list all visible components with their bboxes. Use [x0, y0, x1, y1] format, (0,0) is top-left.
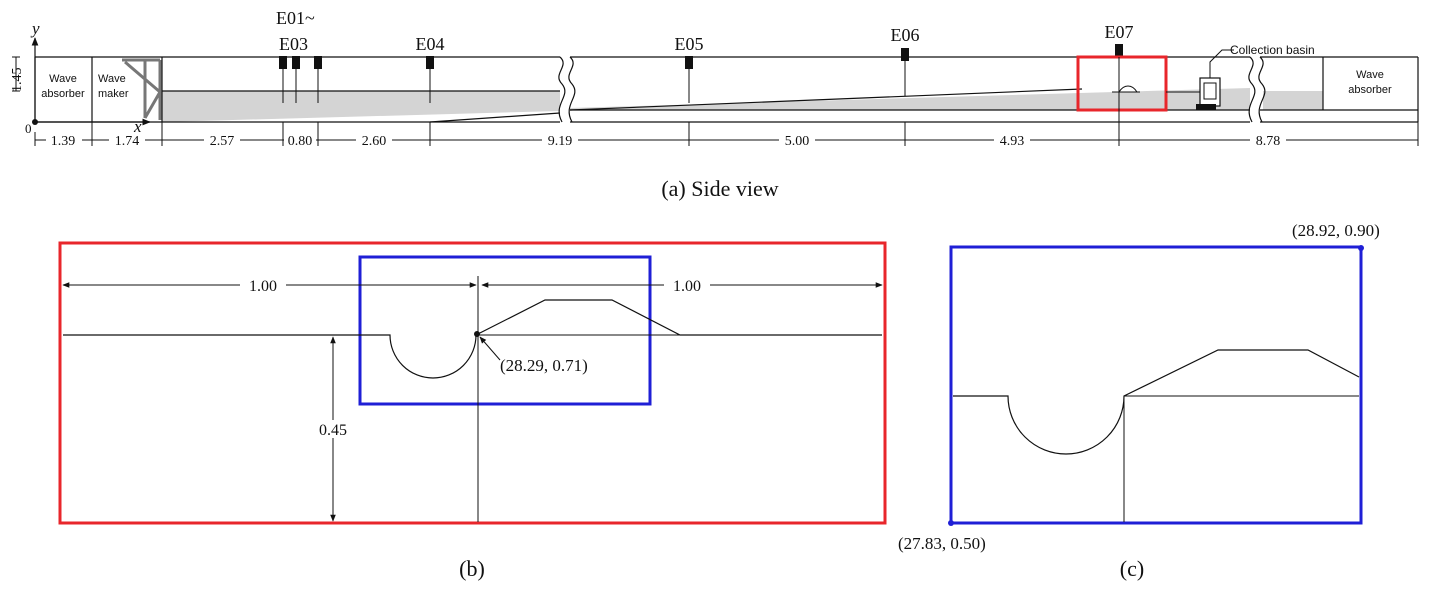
- gauge-e06-label: E06: [891, 25, 920, 45]
- dim-8: 4.93: [1000, 134, 1025, 149]
- detail-c-locator: [358, 255, 652, 406]
- dim-2: 1.74: [115, 134, 140, 149]
- wave-maker-line1: Wave: [98, 73, 126, 85]
- caption-b: (b): [459, 556, 485, 581]
- bottom-left-coordinate: (27.83, 0.50): [898, 534, 986, 553]
- dimension-ticks: [34, 122, 1419, 146]
- dim-6: 9.19: [548, 134, 573, 149]
- gauge-e03-label: E03: [279, 34, 308, 54]
- wave-absorber-left-line1: Wave: [49, 73, 77, 85]
- point-label: (28.29, 0.71): [500, 356, 588, 375]
- reference-point: [474, 331, 480, 337]
- corner-dot-bottom-left: [948, 520, 954, 526]
- gauge-e04-label: E04: [416, 34, 445, 54]
- wave-absorber-left-line2: absorber: [41, 88, 85, 100]
- wave-maker-line2: maker: [98, 88, 129, 100]
- gauge-markers: [279, 44, 1123, 103]
- origin-dot: [32, 119, 38, 125]
- collection-basin: [1166, 49, 1234, 110]
- corner-dot-top-right: [1358, 245, 1364, 251]
- axis-y-label: y: [30, 19, 40, 38]
- top-right-coordinate: (28.92, 0.90): [1292, 221, 1380, 240]
- depth-label: 0.45: [319, 422, 347, 439]
- water-region: [162, 91, 560, 122]
- detail-b-locator: [1076, 55, 1168, 112]
- gauge-e01-label: E01~: [276, 8, 315, 28]
- dimension-labels: 1.39 1.74 2.57 0.80 2.60 9.19 5.00 4.93 …: [46, 132, 1286, 149]
- origin-label: 0: [25, 121, 32, 136]
- gauge-e07-label: E07: [1105, 22, 1134, 42]
- dim-5: 2.60: [362, 134, 387, 149]
- wave-absorber-right-line2: absorber: [1348, 84, 1392, 96]
- dim-1: 1.39: [51, 134, 76, 149]
- caption-c: (c): [1120, 556, 1144, 581]
- axis-x-label: x: [133, 117, 142, 136]
- caption-a: (a) Side view: [661, 176, 778, 201]
- dim-left-label: 1.00: [249, 278, 277, 295]
- detail-b-frame: [58, 241, 887, 525]
- water-region-mid: [570, 88, 1250, 110]
- wave-maker-paddle: [122, 58, 162, 120]
- dim-right-label: 1.00: [673, 278, 701, 295]
- dim-4: 0.80: [288, 134, 313, 149]
- detail-c-frame: [949, 245, 1363, 525]
- bed-profile-zoom: [953, 349, 1360, 455]
- dim-3: 2.57: [210, 134, 235, 149]
- detail-b-panel: 1.00 1.00 (28.29, 0.71) 0.45 (b): [58, 241, 887, 581]
- detail-c-panel: (28.92, 0.90) (27.83, 0.50) (c): [898, 221, 1380, 581]
- dim-9: 8.78: [1256, 134, 1281, 149]
- height-label: 1.45: [10, 68, 25, 93]
- wave-absorber-right-line1: Wave: [1356, 69, 1384, 81]
- water-region-right: [1263, 91, 1323, 110]
- dim-7: 5.00: [785, 134, 810, 149]
- collection-basin-label: Collection basin: [1230, 43, 1315, 57]
- gauge-e05-label: E05: [675, 34, 704, 54]
- bed-profile: [63, 299, 882, 379]
- side-view-panel: y x 0 1.45 Wave absorber Wave maker Wave…: [10, 8, 1419, 201]
